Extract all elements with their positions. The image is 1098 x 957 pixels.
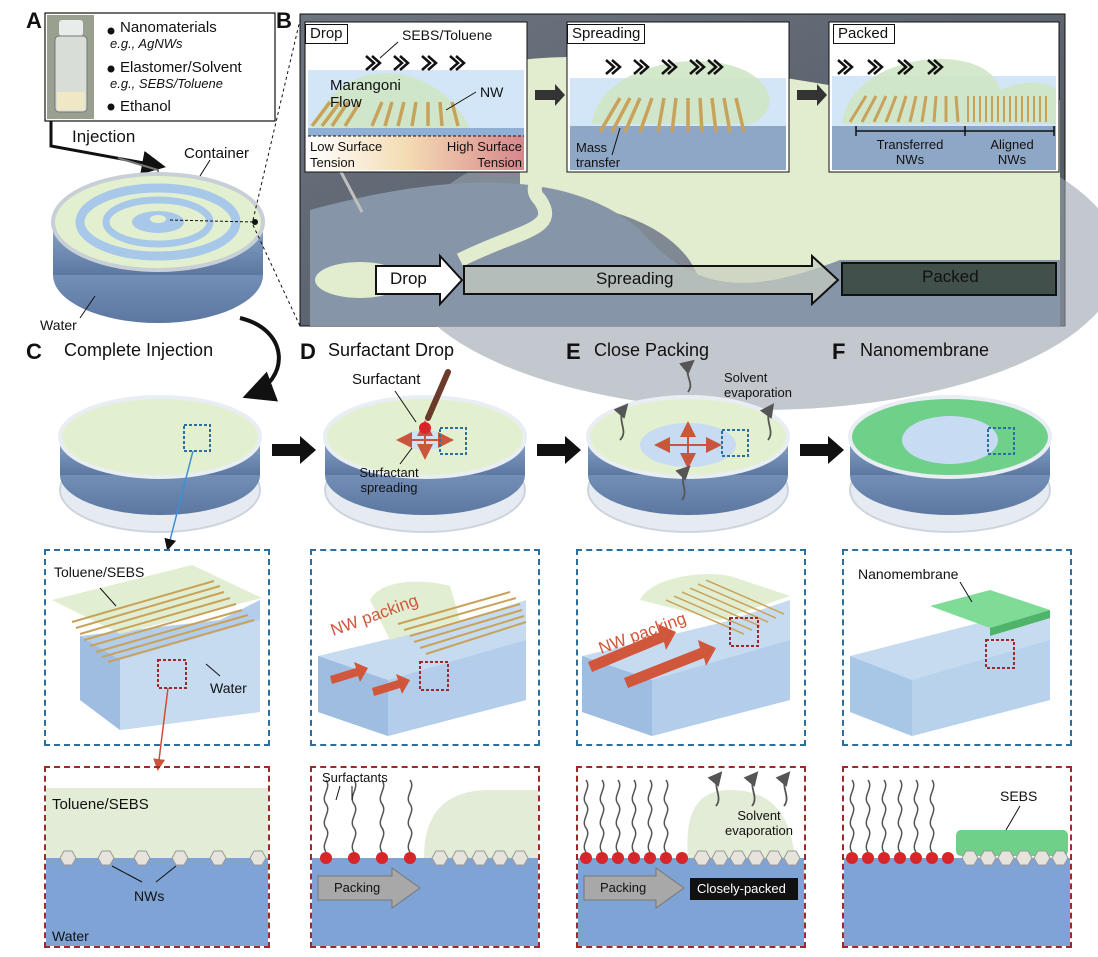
panel-a-letter: A [26, 8, 42, 33]
solvent-evap-cross-label: Solvent evaporation [725, 808, 793, 838]
stage-label-drop: Drop [305, 24, 348, 44]
stage-arrow-spreading [463, 253, 840, 307]
arrow-label-packed: Packed [922, 267, 979, 286]
panel-c-title: Complete Injection [64, 340, 214, 360]
frame-f-bottom [842, 766, 1072, 948]
legend-item-2: Elastomer/Solvent e.g., SEBS/Toluene [110, 59, 242, 92]
panel-f-letter: F [832, 339, 846, 364]
frame-d-bottom [310, 766, 540, 948]
panel-d-title: Surfactant Drop [328, 340, 455, 360]
arrow-label-spreading: Spreading [596, 269, 674, 288]
legend-item-3-label: Ethanol [120, 98, 171, 115]
mass-transfer-label: Mass transfer [576, 140, 621, 170]
row4-cross-sections [46, 768, 1070, 946]
panel-a-graphics [44, 12, 301, 402]
panel-d-letter: D [300, 339, 316, 364]
solvent-evap-label: Solvent evaporation [724, 370, 792, 400]
stage-label-spreading: Spreading [567, 24, 646, 44]
stage-arrow-drop [375, 253, 464, 307]
frame-d-top [310, 549, 540, 746]
stage-arrow-packed [841, 262, 1057, 296]
row3-blocks [52, 565, 1050, 771]
high-tension-label: High Surface Tension [446, 139, 522, 170]
curved-arrow [239, 316, 281, 402]
frame-e-bottom [576, 766, 806, 948]
water-label-a: Water [40, 317, 77, 333]
stage-label-packed: Packed [833, 24, 895, 44]
arrow-drop-to-spreading [535, 84, 565, 106]
nws-label: NWs [134, 888, 165, 904]
solvent-label: SEBS/Toluene [402, 27, 493, 43]
nw-label: NW [480, 84, 504, 100]
legend-item-2-example: e.g., SEBS/Toluene [110, 76, 223, 91]
water-label-c: Water [210, 680, 247, 696]
frame-e-top [576, 549, 806, 746]
panel-b-letter: B [276, 8, 292, 33]
surfactants-label: Surfactants [322, 770, 388, 785]
container-label: Container [184, 145, 250, 162]
legend-item-1: Nanomaterials e.g., AgNWs [110, 19, 217, 52]
panel-e-letter: E [566, 339, 581, 364]
frame-c-bottom [44, 766, 270, 948]
row2-discs [58, 359, 1052, 551]
injection-label: Injection [72, 127, 136, 146]
frame-c-top [44, 549, 270, 746]
toluene-sebs-label: Toluene/SEBS [54, 564, 145, 580]
marangoni-label: Marangoni Flow [330, 77, 401, 111]
packing-label-e: Packing [600, 880, 647, 895]
sebs-label: SEBS [1000, 788, 1038, 804]
legend-item-1-label: Nanomaterials [120, 19, 217, 36]
panel-e-title: Close Packing [594, 340, 710, 360]
water-cross-label: Water [52, 928, 89, 944]
nanomembrane-label: Nanomembrane [858, 566, 959, 582]
packing-label-d: Packing [334, 880, 381, 895]
closely-packed-label: Closely-packed [697, 881, 786, 896]
surfactant-spreading-label: Surfactant spreading [359, 465, 419, 495]
legend-item-1-example: e.g., AgNWs [110, 36, 183, 51]
arrow-spreading-to-packed [797, 84, 827, 106]
panel-f-title: Nanomembrane [860, 340, 990, 360]
aligned-label: Aligned NWs [990, 137, 1034, 167]
transferred-label: Transferred NWs [876, 137, 944, 167]
arrow-label-drop: Drop [390, 269, 427, 288]
surfactant-label: Surfactant [352, 371, 421, 388]
low-tension-label: Low Surface Tension [310, 139, 383, 170]
legend-item-2-label: Elastomer/Solvent [120, 59, 242, 76]
panel-b-graphics [299, 13, 1098, 410]
toluene-sebs-cross-label: Toluene/SEBS [52, 796, 149, 813]
panel-c-letter: C [26, 339, 42, 364]
frame-f-top [842, 549, 1072, 746]
